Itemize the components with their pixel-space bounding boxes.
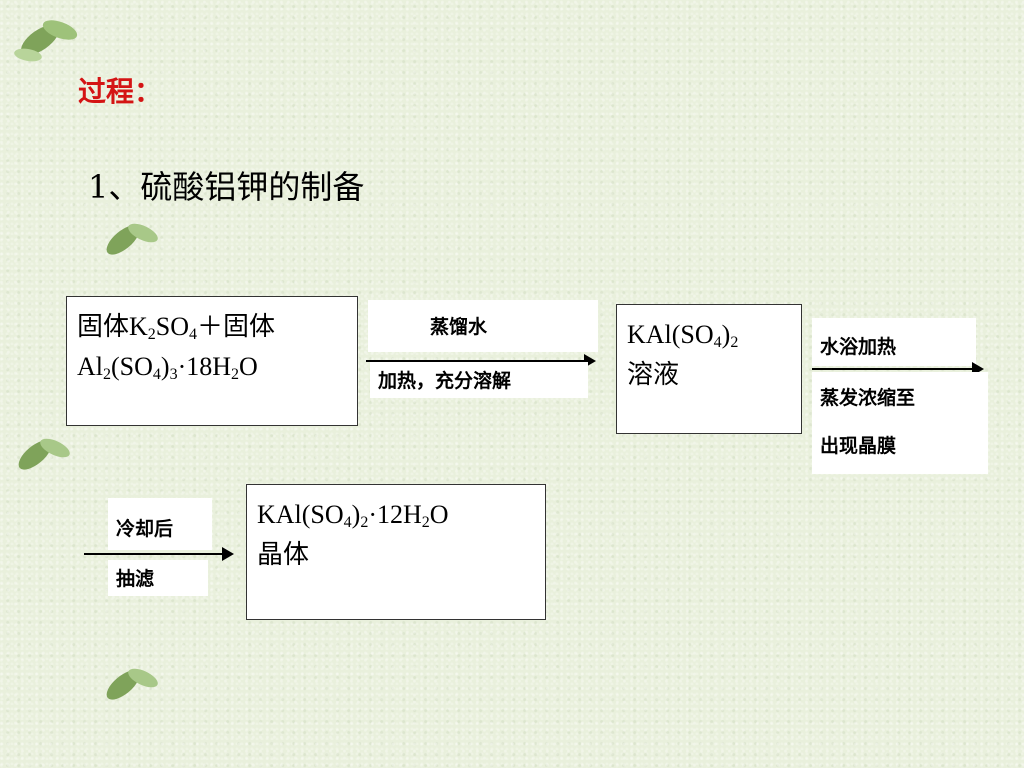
leaf-decoration-icon bbox=[18, 438, 70, 470]
crystal-line-1: KAl(SO4)2·12H2O bbox=[257, 500, 449, 531]
arrow-2-bottom-label: 蒸发浓缩至 出现晶膜 bbox=[812, 372, 988, 474]
solution-line-1: KAl(SO4)2 bbox=[627, 320, 739, 351]
crystal-line-2: 晶体 bbox=[257, 540, 310, 569]
arrow-3 bbox=[84, 547, 234, 561]
arrow-1-top-label: 蒸馏水 bbox=[368, 300, 598, 352]
reactant-box: 固体K2SO4＋固体 Al2(SO4)3·18H2O bbox=[66, 296, 358, 426]
arrow-3-bottom-label: 抽滤 bbox=[108, 560, 208, 596]
arrow-2-top-label: 水浴加热 bbox=[812, 318, 976, 366]
crystal-box: KAl(SO4)2·12H2O 晶体 bbox=[246, 484, 546, 620]
reactant-line-2: Al2(SO4)3·18H2O bbox=[77, 352, 258, 383]
leaf-decoration-icon bbox=[106, 223, 158, 255]
arrow-2 bbox=[812, 362, 984, 376]
page-title: 过程： bbox=[78, 75, 163, 108]
solution-box: KAl(SO4)2 溶液 bbox=[616, 304, 802, 434]
reactant-line-1: 固体K2SO4＋固体 bbox=[77, 312, 276, 343]
leaf-decoration-icon bbox=[106, 668, 158, 700]
arrow-3-top-label: 冷却后 bbox=[108, 498, 212, 550]
solution-line-2: 溶液 bbox=[627, 360, 680, 389]
leaf-decoration-icon bbox=[14, 20, 78, 62]
arrow-1-bottom-label: 加热，充分溶解 bbox=[370, 362, 588, 398]
section-heading: 1、硫酸铝钾的制备 bbox=[88, 168, 365, 206]
